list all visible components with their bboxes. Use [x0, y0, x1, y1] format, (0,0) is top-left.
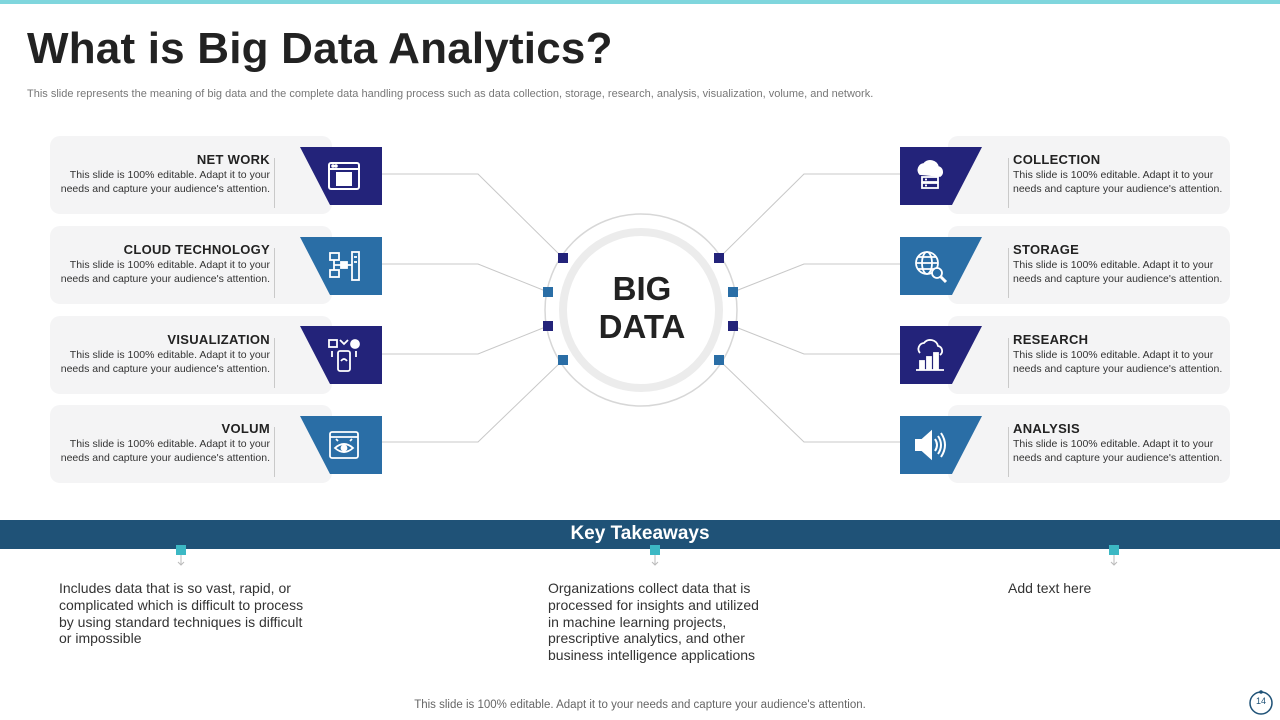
cloud-database-icon — [900, 147, 982, 205]
takeaway-text-1: Includes data that is so vast, rapid, or… — [59, 580, 304, 647]
cloud-bar-chart-icon — [900, 326, 982, 384]
card-divider — [1008, 338, 1009, 388]
card-heading: ANALYSIS — [1013, 421, 1080, 436]
card-heading: VOLUM — [221, 421, 270, 436]
card-analysis: ANALYSIS This slide is 100% editable. Ad… — [948, 405, 1230, 483]
page-number: 14 — [1255, 696, 1266, 706]
card-divider — [274, 158, 275, 208]
card-cloud-technology: CLOUD TECHNOLOGY This slide is 100% edit… — [50, 226, 332, 304]
speaker-icon — [900, 416, 982, 474]
page-number-circle-icon — [1249, 690, 1273, 715]
takeaway-marker-icon — [650, 545, 660, 566]
mobile-charts-icon — [300, 326, 382, 384]
takeaway-marker-icon — [1109, 545, 1119, 566]
card-description: This slide is 100% editable. Adapt it to… — [60, 259, 270, 285]
top-accent-bar — [0, 0, 1280, 4]
card-heading: VISUALIZATION — [167, 332, 270, 347]
card-research: RESEARCH This slide is 100% editable. Ad… — [948, 316, 1230, 394]
data-eye-icon — [300, 416, 382, 474]
hub-label-line1: BIG — [612, 270, 672, 307]
card-heading: CLOUD TECHNOLOGY — [123, 242, 270, 257]
slide-footer: This slide is 100% editable. Adapt it to… — [414, 699, 866, 711]
takeaway-text-2: Organizations collect data that is proce… — [548, 580, 759, 664]
card-description: This slide is 100% editable. Adapt it to… — [1013, 349, 1223, 375]
card-divider — [1008, 158, 1009, 208]
hub-label-line2: DATA — [598, 308, 686, 345]
slide-title: What is Big Data Analytics? — [27, 24, 613, 73]
card-heading: STORAGE — [1013, 242, 1080, 257]
card-heading: NET WORK — [196, 152, 270, 167]
takeaways-banner — [0, 520, 1280, 549]
card-heading: COLLECTION — [1013, 152, 1101, 167]
hub-node-markers — [543, 253, 738, 365]
hub-inner-ring — [559, 228, 723, 392]
card-heading: RESEARCH — [1013, 332, 1089, 347]
card-divider — [274, 427, 275, 477]
page-number-badge: 14 — [1246, 689, 1276, 717]
takeaways-title: Key Takeaways — [570, 523, 710, 544]
card-network: NET WORK This slide is 100% editable. Ad… — [50, 136, 332, 214]
card-divider — [1008, 427, 1009, 477]
connector-lines — [382, 173, 900, 443]
takeaway-text-3: Add text here — [1008, 580, 1092, 596]
card-divider — [274, 338, 275, 388]
card-collection: COLLECTION This slide is 100% editable. … — [948, 136, 1230, 214]
card-description: This slide is 100% editable. Adapt it to… — [60, 169, 270, 195]
slide-subtitle: This slide represents the meaning of big… — [27, 88, 874, 100]
card-description: This slide is 100% editable. Adapt it to… — [1013, 169, 1223, 195]
card-visualization: VISUALIZATION This slide is 100% editabl… — [50, 316, 332, 394]
network-server-icon — [300, 237, 382, 295]
card-divider — [274, 248, 275, 298]
card-description: This slide is 100% editable. Adapt it to… — [1013, 438, 1223, 464]
card-divider — [1008, 248, 1009, 298]
card-storage: STORAGE This slide is 100% editable. Ada… — [948, 226, 1230, 304]
globe-search-icon — [900, 237, 982, 295]
card-description: This slide is 100% editable. Adapt it to… — [60, 438, 270, 464]
browser-window-icon — [300, 147, 382, 205]
card-description: This slide is 100% editable. Adapt it to… — [1013, 259, 1223, 285]
hub-outer-ring — [544, 213, 738, 407]
card-volum: VOLUM This slide is 100% editable. Adapt… — [50, 405, 332, 483]
takeaway-marker-icon — [176, 545, 186, 566]
hub-diagram — [382, 173, 900, 443]
hub-label: BIG DATA — [580, 270, 704, 346]
card-description: This slide is 100% editable. Adapt it to… — [60, 349, 270, 375]
